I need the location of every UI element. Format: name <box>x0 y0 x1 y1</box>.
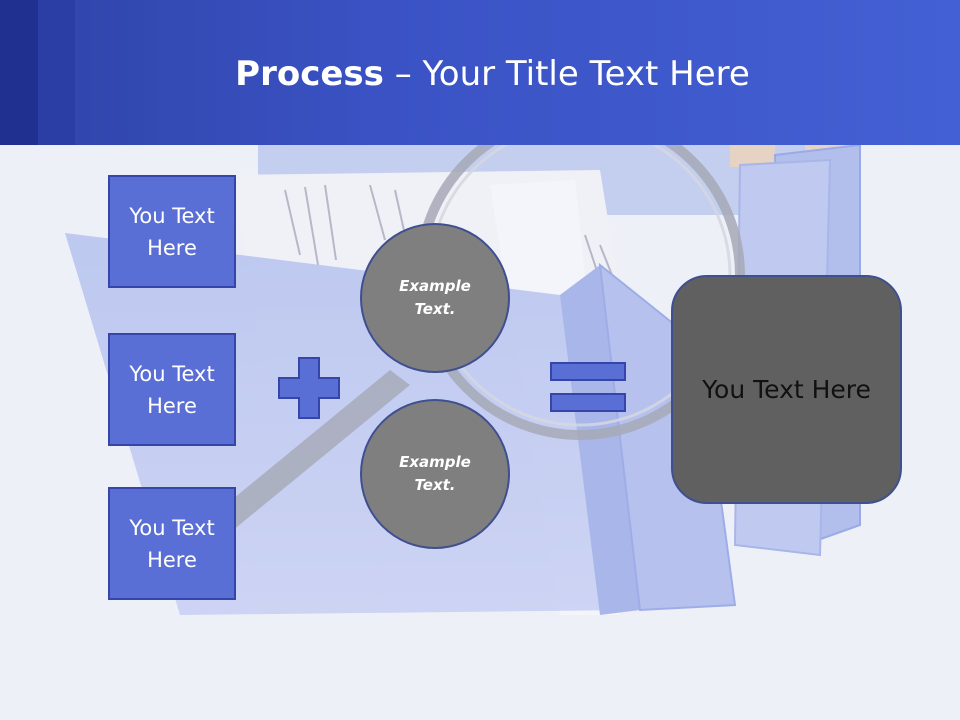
header-stripe <box>0 0 38 145</box>
result-label: You Text Here <box>702 375 871 404</box>
input-box-label: You Text Here <box>129 361 215 418</box>
input-box-2: You Text Here <box>108 333 236 446</box>
example-circle-1: Example Text. <box>360 223 510 373</box>
title-rest: Your Title Text Here <box>422 54 750 94</box>
input-box-label: You Text Here <box>129 515 215 572</box>
title-strong: Process <box>235 54 384 94</box>
header-stripe <box>38 0 75 145</box>
example-circle-2: Example Text. <box>360 399 510 549</box>
plus-icon <box>278 357 340 419</box>
equals-bar-top <box>550 362 626 381</box>
equals-bar-bottom <box>550 393 626 412</box>
result-box: You Text Here <box>671 275 902 504</box>
input-box-3: You Text Here <box>108 487 236 600</box>
input-box-label: You Text Here <box>129 203 215 260</box>
example-circle-label: Example Text. <box>399 277 471 318</box>
example-circle-label: Example Text. <box>399 453 471 494</box>
slide-header: Process – Your Title Text Here <box>0 0 960 145</box>
title-dash: – <box>383 54 423 94</box>
slide-title: Process – Your Title Text Here <box>0 52 960 96</box>
input-box-1: You Text Here <box>108 175 236 288</box>
